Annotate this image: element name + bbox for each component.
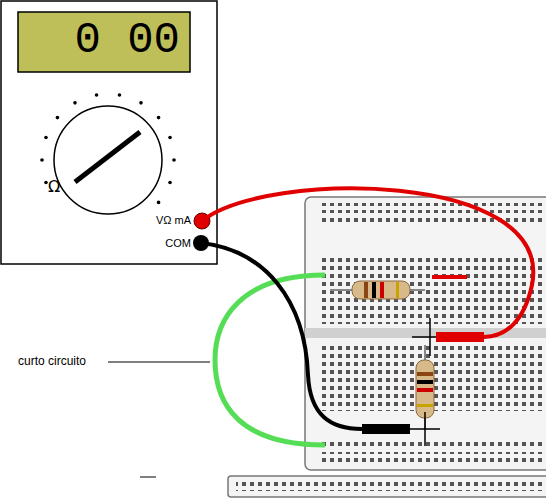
hole-grid	[322, 258, 546, 324]
black-probe	[362, 424, 410, 434]
multimeter-body	[1, 1, 217, 264]
dial-dot	[44, 181, 48, 185]
dial-dot	[157, 116, 161, 120]
dial-dot	[118, 93, 122, 97]
dial-dot	[172, 158, 176, 162]
dial-dot	[157, 201, 161, 205]
dial-dot	[168, 181, 172, 185]
lcd-display	[18, 12, 190, 72]
resistor-symbol	[352, 281, 410, 299]
red-probe	[436, 332, 484, 342]
jack-label: VΩ mA	[135, 214, 191, 226]
dial-dot	[40, 158, 44, 162]
callout-label: curto circuito	[18, 355, 106, 368]
dial-pointer	[75, 132, 140, 182]
mark	[140, 477, 156, 478]
contact-mark	[406, 428, 440, 430]
hole-row	[322, 203, 546, 213]
jumper-wire	[432, 275, 467, 279]
breadboard-strip	[228, 476, 546, 497]
resistor-symbol	[416, 360, 434, 418]
dial-positions	[40, 93, 176, 204]
hole-row	[322, 440, 546, 450]
lcd-reading: 0 00	[30, 16, 180, 64]
ohm-symbol: Ω	[48, 178, 68, 196]
hole-row	[322, 215, 546, 225]
black-test-lead	[201, 243, 362, 429]
hole-row	[236, 481, 546, 491]
jack-label: COM	[145, 237, 191, 249]
leader-line	[108, 362, 210, 363]
dial-dot	[139, 101, 143, 105]
red-test-lead	[202, 188, 533, 337]
breadboard	[305, 197, 546, 470]
hole-row	[322, 452, 546, 462]
dial-dot	[73, 101, 77, 105]
dial-dot	[56, 116, 60, 120]
dial-dot	[168, 136, 172, 140]
selector-dial	[54, 106, 162, 214]
dial-dot	[95, 93, 99, 97]
dial-dot	[44, 136, 48, 140]
